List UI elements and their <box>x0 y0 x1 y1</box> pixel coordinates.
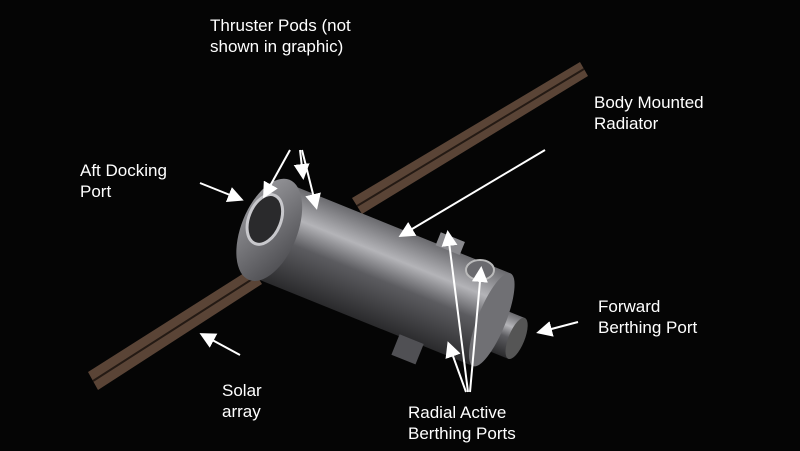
label-thruster-pods: Thruster Pods (not shown in graphic) <box>210 16 351 56</box>
label-aft-docking-port: Aft Docking Port <box>80 161 167 201</box>
habitat-module <box>236 178 528 367</box>
solar-array-upper <box>352 62 588 214</box>
label-solar-array: Solar array <box>222 381 262 421</box>
label-body-mounted-radiator: Body Mounted Radiator <box>594 93 704 133</box>
solar-array-lower <box>88 268 262 390</box>
label-forward-berthing-port: Forward Berthing Port <box>598 297 698 337</box>
callout-arrows <box>199 149 579 393</box>
label-radial-berthing-ports: Radial Active Berthing Ports <box>408 403 516 443</box>
